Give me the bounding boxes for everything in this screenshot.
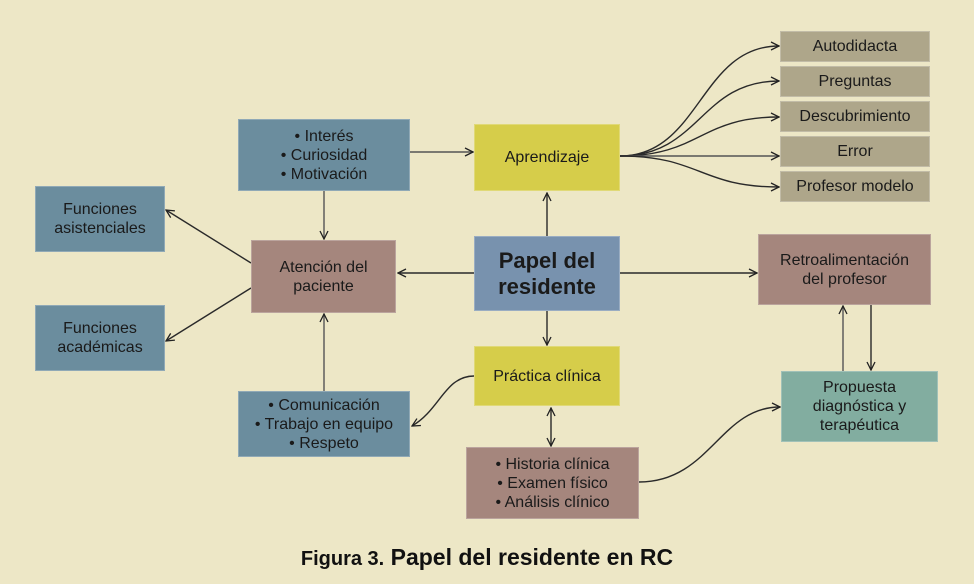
arrow-atencion-to-asistenciales [166, 210, 252, 264]
node-atencion-del-paciente: Atención del paciente [251, 240, 396, 313]
node-text: Aprendizaje [504, 149, 590, 166]
node-text: Funciones [63, 320, 137, 337]
node-text: Profesor modelo [796, 178, 914, 195]
node-propuesta-diagnostica: Propuesta diagnóstica y terapéutica [781, 371, 938, 442]
node-descubrimiento: Descubrimiento [780, 101, 930, 132]
figure-caption: Figura 3. Papel del residente en RC [0, 544, 974, 571]
node-profesor-modelo: Profesor modelo [780, 171, 930, 202]
node-text: Preguntas [818, 73, 892, 90]
node-text: • Interés [294, 127, 354, 145]
node-comunicacion: • Comunicación • Trabajo en equipo • Res… [238, 391, 410, 457]
node-text: Papel del [498, 247, 596, 273]
node-text: académicas [57, 339, 143, 356]
node-autodidacta: Autodidacta [780, 31, 930, 62]
arrow-aprendizaje-to-descubrimiento [619, 117, 779, 157]
node-historia-clinica: • Historia clínica • Examen físico • Aná… [466, 447, 639, 519]
node-text: • Comunicación [268, 396, 380, 414]
node-text: diagnóstica y [812, 398, 907, 415]
caption-title: Papel del residente en RC [384, 544, 674, 570]
node-text: Retroalimentación [780, 251, 909, 269]
node-funciones-academicas: Funciones académicas [35, 305, 165, 371]
node-text: del profesor [802, 270, 887, 288]
node-text: • Motivación [280, 165, 368, 183]
node-funciones-asistenciales: Funciones asistenciales [35, 186, 165, 252]
node-retroalimentacion: Retroalimentación del profesor [758, 234, 931, 305]
node-text: residente [498, 273, 596, 299]
node-text: • Análisis clínico [495, 493, 610, 511]
node-text: paciente [293, 277, 354, 295]
arrow-aprendizaje-to-preguntas [619, 81, 779, 157]
node-text: Error [837, 143, 873, 160]
node-text: Práctica clínica [493, 367, 601, 385]
arrow-practica-to-comunicacion [412, 375, 475, 426]
node-text: • Respeto [289, 434, 359, 452]
arrow-aprendizaje-to-profesor-modelo [619, 155, 779, 187]
node-text: asistenciales [54, 220, 146, 237]
node-practica-clinica: Práctica clínica [474, 346, 620, 406]
node-text: Funciones [63, 201, 137, 218]
node-text: • Historia clínica [495, 455, 610, 473]
node-text: Propuesta [823, 379, 896, 396]
arrow-atencion-to-academicas [166, 287, 252, 341]
node-aprendizaje: Aprendizaje [474, 124, 620, 191]
node-text: Atención del [279, 258, 368, 276]
node-text: terapéutica [819, 417, 900, 434]
node-preguntas: Preguntas [780, 66, 930, 97]
node-text: • Examen físico [497, 474, 608, 492]
node-papel-del-residente: Papel del residente [474, 236, 620, 311]
caption-label: Figura 3. [300, 548, 385, 570]
node-text: Descubrimiento [799, 108, 911, 125]
node-text: • Trabajo en equipo [254, 415, 394, 433]
arrow-aprendizaje-to-autodidacta [619, 46, 779, 157]
node-text: • Curiosidad [280, 146, 368, 164]
node-motivacion: • Interés • Curiosidad • Motivación [238, 119, 410, 191]
node-error: Error [780, 136, 930, 167]
node-text: Autodidacta [812, 38, 898, 55]
arrow-historia-to-propuesta [638, 407, 780, 483]
